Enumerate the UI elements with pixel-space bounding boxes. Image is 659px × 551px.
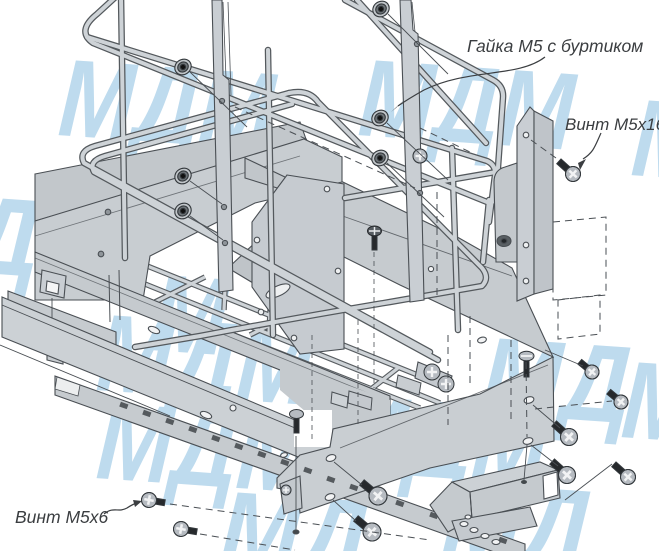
svg-text:Винт М5х16: Винт М5х16 — [565, 115, 659, 134]
svg-text:Гайка М5 с буртиком: Гайка М5 с буртиком — [467, 36, 643, 56]
svg-text:Винт М5х6: Винт М5х6 — [15, 507, 109, 527]
